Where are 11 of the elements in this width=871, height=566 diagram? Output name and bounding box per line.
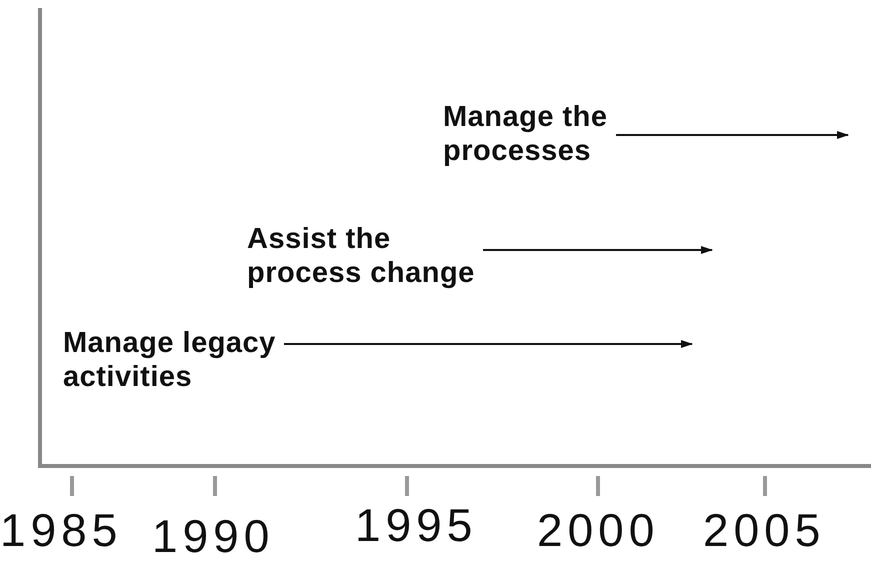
year-label: 2005 [703, 505, 826, 555]
year-label: 1995 [355, 500, 478, 550]
arrow [284, 340, 693, 348]
year-label: 2000 [537, 505, 660, 555]
task-label: Manage the processes [443, 100, 610, 168]
arrow [616, 131, 849, 139]
task-label: Manage legacy activities [63, 326, 278, 394]
year-label: 1985 [0, 505, 122, 555]
task-label: Assist the process change [247, 222, 477, 290]
year-label: 1990 [152, 511, 274, 561]
arrow [483, 246, 713, 254]
